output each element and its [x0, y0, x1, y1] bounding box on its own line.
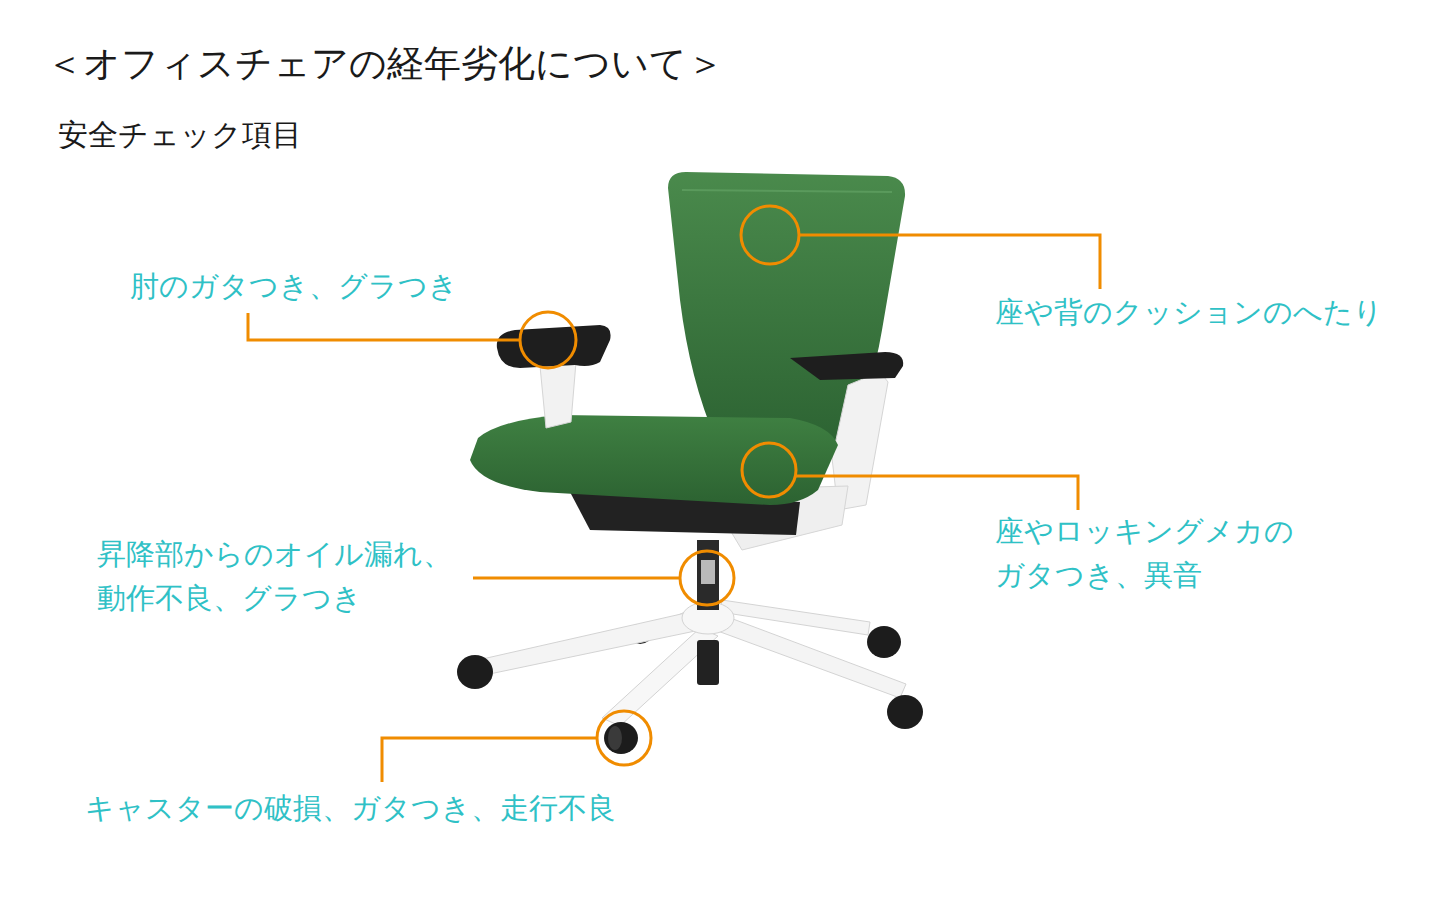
callout-label: 肘のガタつき、グラつき: [130, 265, 458, 309]
subtitle: 安全チェック項目: [58, 112, 302, 157]
callout-label: 座やロッキングメカの ガタつき、異音: [995, 510, 1302, 597]
callout-label: キャスターの破損、ガタつき、走行不良: [85, 787, 616, 831]
callout-label: 座や背のクッションのへたり: [995, 291, 1383, 335]
diagram-title: ＜オフィスチェアの経年劣化について＞: [46, 36, 724, 92]
chair-seat: [470, 415, 848, 550]
callout-label: 昇降部からのオイル漏れ、 動作不良、グラつき: [97, 533, 462, 620]
chair-base: [457, 600, 923, 754]
